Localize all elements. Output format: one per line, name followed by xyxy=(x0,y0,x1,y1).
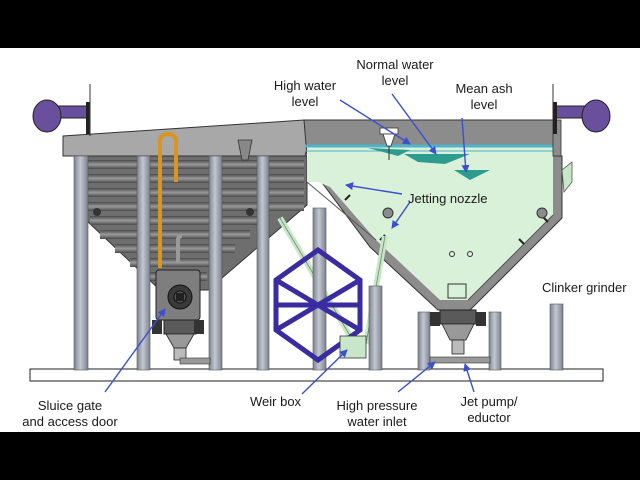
clinker-grinder-icon xyxy=(430,309,486,341)
orange-pipe xyxy=(158,131,178,268)
label-weir-box: Weir box xyxy=(250,394,302,409)
label-jet-pump-eductor: Jet pump/ eductor xyxy=(460,394,518,425)
ash-deposit xyxy=(404,154,470,164)
sluice-gate-icon xyxy=(152,269,204,361)
callout-arrows xyxy=(104,93,475,395)
label-high-water-level: High water level xyxy=(273,78,337,109)
drive-motor-icon xyxy=(553,99,611,134)
right-support-leg xyxy=(488,311,502,371)
drive-motor-icon xyxy=(32,99,91,134)
left-support-leg xyxy=(136,155,151,371)
jet-pump-icon xyxy=(429,339,491,364)
label-jetting-nozzle: Jetting nozzle xyxy=(408,191,488,206)
label-high-pressure-water-inlet: High pressure water inlet xyxy=(336,398,418,429)
center-column xyxy=(312,207,327,371)
right-support-leg xyxy=(368,285,383,371)
label-mean-ash-level: Mean ash level xyxy=(455,81,513,112)
left-support-leg xyxy=(208,155,223,371)
label-clinker-grinder: Clinker grinder xyxy=(542,280,627,295)
label-sluice-gate: Sluice gate and access door xyxy=(22,398,118,429)
label-normal-water-level: Normal water level xyxy=(356,57,434,88)
cross-brace xyxy=(273,246,363,364)
left-support-leg xyxy=(73,155,89,371)
left-support-leg xyxy=(256,155,270,371)
right-support-leg xyxy=(549,303,564,371)
right-support-leg xyxy=(417,311,431,371)
weir-box xyxy=(339,335,367,359)
right-hopper xyxy=(303,119,573,311)
